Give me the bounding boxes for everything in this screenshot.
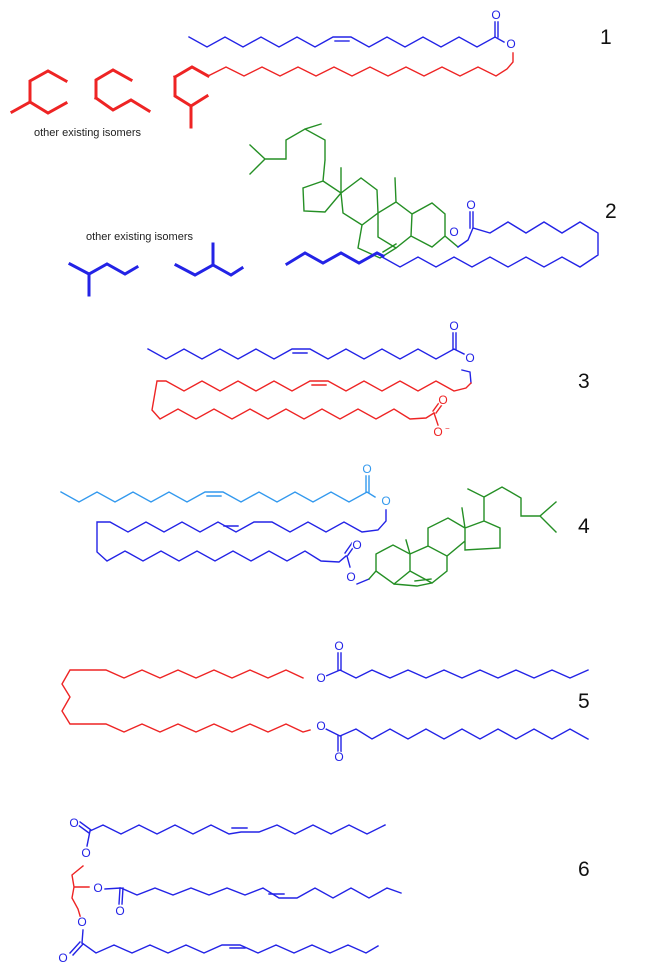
atom-background — [432, 426, 444, 438]
atom-background — [351, 539, 363, 551]
oxygen-atom-label: O — [433, 425, 442, 439]
atom-background — [57, 952, 69, 964]
bond-path-blue — [96, 509, 387, 563]
carboxylate-charge: − — [445, 424, 450, 433]
bond-path-lightblue — [206, 475, 370, 497]
bond-path-green — [382, 243, 397, 253]
bond-path-green — [249, 123, 459, 259]
atom-background — [315, 720, 327, 732]
bond-path-blue — [81, 942, 379, 954]
atom-background — [345, 571, 357, 583]
bond-path-blue — [337, 735, 342, 754]
oxygen-atom-label: O — [77, 915, 86, 929]
bond-path-red — [9, 69, 69, 115]
oxygen-atom-label: O — [115, 904, 124, 918]
oxygen-atom-label: O — [316, 719, 325, 733]
structure-number-1: 1 — [600, 26, 612, 49]
bond-path-blue — [118, 887, 285, 905]
isomers-caption-2: other existing isomers — [86, 231, 193, 243]
atom-background — [361, 463, 373, 475]
oxygen-atom-label: O — [466, 198, 475, 212]
structure-number-3: 3 — [578, 370, 590, 393]
bond-path-blue — [69, 929, 246, 956]
bond-path-blue — [188, 36, 505, 48]
bond-path-green — [414, 578, 432, 582]
oxygen-atom-label: O — [69, 816, 78, 830]
isomers-caption-1: other existing isomers — [34, 127, 141, 139]
atom-background — [437, 394, 449, 406]
oxygen-atom-label: O — [334, 750, 343, 764]
bond-path-blue — [325, 669, 589, 679]
oxygen-atom-label: O — [334, 639, 343, 653]
bond-path-blue — [469, 211, 474, 229]
oxygen-atom-label: O — [58, 951, 67, 965]
bond-path-red — [207, 52, 514, 77]
atom-background — [448, 320, 460, 332]
oxygen-atom-label: O — [316, 671, 325, 685]
bond-path-blue — [381, 221, 599, 268]
oxygen-atom-label: O — [506, 37, 515, 51]
structure-number-5: 5 — [578, 690, 590, 713]
bond-path-red — [172, 65, 211, 129]
bond-path-blue — [337, 652, 342, 671]
oxygen-atom-label: O — [491, 8, 500, 22]
atom-background — [80, 847, 92, 859]
bond-path-blue — [104, 887, 402, 899]
bond-path-lightblue — [60, 491, 376, 503]
bond-lines — [9, 21, 599, 956]
atom-background — [76, 916, 88, 928]
bond-path-blue — [292, 332, 472, 384]
atom-background — [315, 672, 327, 684]
bond-path-red — [93, 68, 152, 114]
atom-background — [68, 817, 80, 829]
atom-background — [505, 38, 517, 50]
atom-background — [465, 199, 477, 211]
bond-path-red — [61, 669, 311, 733]
atom-background — [380, 495, 392, 507]
bond-path-red — [311, 384, 445, 426]
structure-number-2: 2 — [605, 200, 617, 223]
atom-background — [448, 226, 460, 238]
bond-path-blue — [147, 348, 465, 360]
oxygen-atom-label: O — [449, 319, 458, 333]
structure-number-6: 6 — [578, 858, 590, 881]
oxygen-atom-label: O — [362, 462, 371, 476]
bond-path-blue — [223, 525, 370, 585]
bond-path-green — [368, 486, 557, 587]
bond-path-red — [151, 380, 472, 420]
bond-path-blue — [67, 261, 140, 297]
atom-background — [333, 751, 345, 763]
atom-background — [333, 640, 345, 652]
oxygen-atom-label: O — [352, 538, 361, 552]
bond-path-blue — [173, 242, 245, 277]
bond-path-blue — [89, 824, 386, 835]
atom-background — [92, 882, 104, 894]
oxygen-atom-label: O — [438, 393, 447, 407]
bond-path-blue — [494, 21, 499, 38]
atom-background — [464, 352, 476, 364]
bond-path-blue — [284, 251, 386, 267]
oxygen-atom-label: O — [449, 225, 458, 239]
oxygen-atom-label: O — [346, 570, 355, 584]
oxygen-atom-label: O — [81, 846, 90, 860]
atom-background — [490, 9, 502, 21]
atom-background — [114, 905, 126, 917]
structure-number-4: 4 — [578, 515, 590, 538]
oxygen-atom-label: O — [465, 351, 474, 365]
bond-path-blue — [325, 728, 589, 740]
bond-path-blue — [77, 821, 248, 847]
bond-path-red — [71, 865, 90, 920]
oxygen-atom-label: O — [93, 881, 102, 895]
oxygen-atom-label: O — [381, 494, 390, 508]
